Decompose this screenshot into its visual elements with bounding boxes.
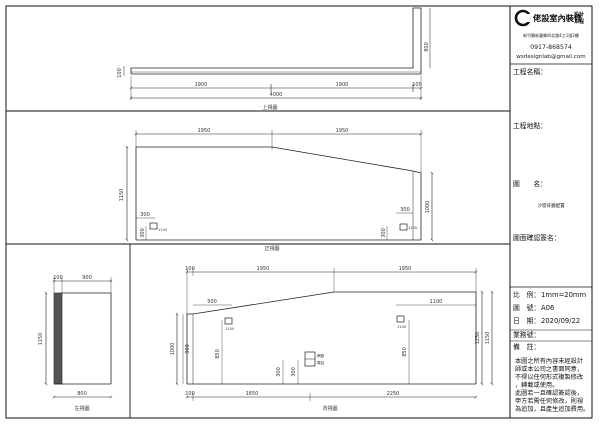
confirm-signature-label: 圖面確認簽名：: [513, 233, 561, 242]
top-dim-seg1: 1900: [195, 82, 208, 88]
back-dim-mid-h2: 300: [291, 367, 297, 377]
back-dim-right-h1: 1250: [475, 332, 481, 345]
top-dim-total: 4000: [270, 92, 283, 98]
front-dim-outlet-left-h: 300: [140, 228, 146, 238]
top-dim-seg3: 100: [412, 82, 422, 88]
side-view-caption: 左視圖: [74, 405, 89, 412]
front-dim-right-height: 1000: [425, 201, 431, 214]
note-line: 為追加，且產生追加費用。: [515, 405, 589, 413]
remarks-label: 備 註：: [513, 342, 540, 351]
back-dim-sub-left: 500: [207, 299, 217, 305]
note-line: 師或本公司之書面同意，: [515, 365, 583, 373]
copyright-notes: 本圖之所有內容未經設計 師或本公司之書面同意， 不得以任何形式複製修改 ，轉載或…: [515, 357, 589, 413]
back-dim-mid-h1: 300: [276, 367, 282, 377]
top-view: [123, 7, 431, 100]
side-view-panel: [53, 292, 63, 385]
side-dim-top1: 100: [53, 275, 63, 281]
note-line: 本圖之所有內容未經設計: [515, 357, 583, 365]
side-dim-bottom: 800: [77, 391, 87, 397]
back-dim-sub-right: 1100: [430, 299, 443, 305]
back-dim-left-height: 1000: [170, 343, 176, 356]
scale-label: 比 例：: [513, 290, 540, 299]
drawing-name-label: 圖 名：: [513, 179, 547, 188]
front-outlet-left-label: 110V: [158, 228, 168, 232]
sheet-border: [5, 5, 593, 419]
outlet-right-symbol: [399, 223, 408, 231]
back-outlet-right-symbol: [396, 315, 405, 323]
company-name: 佬設室內裝修: [533, 13, 583, 23]
back-outlet-left-label: 110V: [225, 327, 235, 331]
back-dim-left-inner: 900: [185, 344, 191, 354]
staff-label: 業務號：: [513, 330, 540, 339]
drawing-number-label: 圖 號：: [513, 303, 540, 312]
company-address: 新竹縣新豐鄉四北路4之1號2樓: [523, 32, 579, 38]
note-line: ，轉載或使用。: [515, 381, 558, 389]
front-dim-top-right: 1950: [336, 128, 349, 134]
back-dim-top-a: 100: [185, 266, 195, 272]
back-dim-top-c: 1950: [399, 266, 412, 272]
project-name-label: 工程名稱：: [513, 67, 547, 76]
front-dim-top-left: 1950: [198, 128, 211, 134]
back-outlet-left-symbol: [224, 317, 233, 325]
top-view-wall-outline: [130, 7, 422, 75]
front-outlet-right-label: 110V: [408, 226, 418, 230]
company-name-suffix-1: 設計: [574, 11, 584, 18]
back-dim-right-h2: 1150: [485, 332, 491, 345]
network-box-label: 網路: [317, 353, 325, 358]
note-line: 甲方若需任何修改，則視: [515, 397, 583, 405]
front-view-outline: [135, 146, 422, 240]
back-outlet-right-label: 110V: [397, 325, 407, 329]
back-view-outline: [186, 291, 477, 384]
project-site-label: 工程地點：: [513, 121, 547, 130]
note-line: 不得以任何形式複製修改: [515, 373, 583, 381]
back-view: [175, 268, 494, 401]
back-dim-bottom-c: 2250: [387, 391, 400, 397]
front-view-caption: 正視圖: [264, 245, 279, 252]
top-view-caption: 上視圖: [262, 104, 277, 111]
front-dim-outlet-right-h: 300: [381, 228, 387, 238]
back-dim-outlet1-h: 850: [215, 349, 221, 359]
front-dim-outlet-left-w: 300: [140, 212, 150, 218]
drawing-number-value: A06: [541, 304, 554, 312]
top-dim-height: 100: [117, 68, 123, 78]
phone-box-label: 電話: [317, 360, 325, 365]
drawing-name-value: 沙發背牆配置: [537, 202, 565, 209]
top-dim-seg2: 1900: [336, 82, 349, 88]
outlet-left-symbol: [149, 222, 158, 230]
top-dim-vertical: 800: [424, 42, 430, 52]
back-dim-outlet2-h: 850: [402, 347, 408, 357]
company-phone: 0917-868574: [530, 44, 572, 51]
back-view-caption: 背視圖: [322, 405, 337, 412]
date-label: 日 期：: [513, 317, 540, 325]
front-view: [125, 130, 434, 242]
back-dim-top-b: 1950: [257, 266, 270, 272]
front-dim-left-height: 1150: [119, 189, 125, 202]
company-email: wsdesignlab@gmail.com: [516, 54, 585, 60]
side-dim-top2: 900: [82, 275, 92, 281]
company-name-suffix-2: 工程: [574, 18, 584, 25]
back-dim-bottom-a: 100: [185, 391, 195, 397]
back-dim-bottom-b: 1650: [246, 391, 259, 397]
front-dim-outlet-right-w: 300: [400, 207, 410, 213]
side-dim-height: 1150: [38, 333, 44, 346]
note-line: 此圖若一旦確認簽認後，: [515, 389, 583, 397]
side-view: [44, 277, 113, 399]
titleblock: C 佬設室內裝修 設計 工程 新竹縣新豐鄉四北路4之1號2樓 0917-8685…: [510, 9, 592, 413]
scale-value: 1mm=20mm: [541, 291, 587, 299]
date-value: 2020/09/22: [541, 317, 580, 325]
